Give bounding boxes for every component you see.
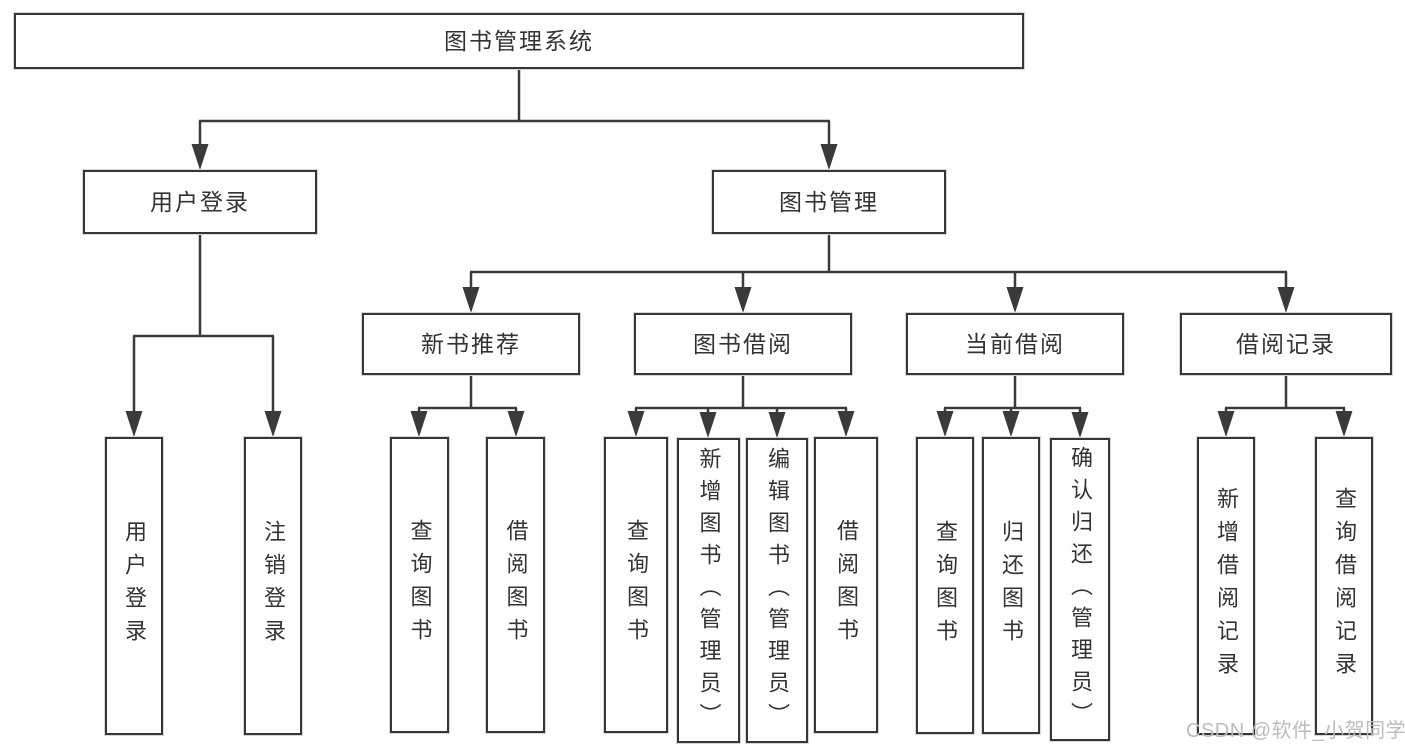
leaf-borrowing-query-books: 查询图书 [604,437,668,733]
leaf-current-return-books-label: 归还图书 [999,519,1024,652]
node-book-borrowing-label: 图书借阅 [693,330,793,357]
leaf-user-login: 用户登录 [105,437,163,735]
leaf-records-query-record: 查询借阅记录 [1315,437,1373,735]
node-borrowing-records-label: 借阅记录 [1236,330,1336,357]
leaf-current-query-books: 查询图书 [916,437,974,734]
node-new-book-recommendation: 新书推荐 [362,313,580,375]
node-user-login: 用户登录 [83,170,317,234]
leaf-records-add-record-label: 新增借阅记录 [1214,487,1239,685]
leaf-borrowing-edit-books-admin: 编辑图书（管理员） [746,438,808,743]
leaf-logout: 注销登录 [244,437,302,735]
leaf-current-query-books-label: 查询图书 [933,519,958,652]
leaf-newbooks-borrow-books: 借阅图书 [486,437,545,733]
leaf-user-login-label: 用户登录 [122,520,147,652]
node-current-borrowing-label: 当前借阅 [965,330,1065,357]
node-new-book-recommendation-label: 新书推荐 [421,330,521,357]
node-book-management: 图书管理 [712,170,946,234]
node-borrowing-records: 借阅记录 [1180,313,1392,375]
leaf-current-return-books: 归还图书 [982,437,1040,734]
node-book-borrowing: 图书借阅 [634,313,852,375]
leaf-records-query-record-label: 查询借阅记录 [1332,487,1357,685]
leaf-current-confirm-return-admin-label: 确认归还（管理员） [1068,445,1093,734]
leaf-newbooks-query-books-label: 查询图书 [407,519,433,651]
leaf-borrowing-add-books-admin: 新增图书（管理员） [677,438,740,743]
node-book-management-label: 图书管理 [779,188,879,215]
node-root-label: 图书管理系统 [444,27,594,54]
leaf-current-confirm-return-admin: 确认归还（管理员） [1050,438,1110,741]
leaf-newbooks-borrow-books-label: 借阅图书 [503,519,529,651]
csdn-watermark: CSDN @软件_小贺同学 [1186,720,1405,742]
leaf-borrowing-borrow-books: 借阅图书 [814,437,878,733]
leaf-borrowing-add-books-admin-label: 新增图书（管理员） [696,446,722,735]
node-current-borrowing: 当前借阅 [906,313,1124,375]
leaf-borrowing-edit-books-admin-label: 编辑图书（管理员） [765,446,790,735]
leaf-records-add-record: 新增借阅记录 [1197,437,1255,735]
node-root: 图书管理系统 [14,13,1024,69]
leaf-newbooks-query-books: 查询图书 [390,437,449,733]
leaf-borrowing-query-books-label: 查询图书 [624,519,649,651]
node-user-login-label: 用户登录 [150,188,250,215]
leaf-logout-label: 注销登录 [261,520,286,652]
leaf-borrowing-borrow-books-label: 借阅图书 [834,519,859,651]
